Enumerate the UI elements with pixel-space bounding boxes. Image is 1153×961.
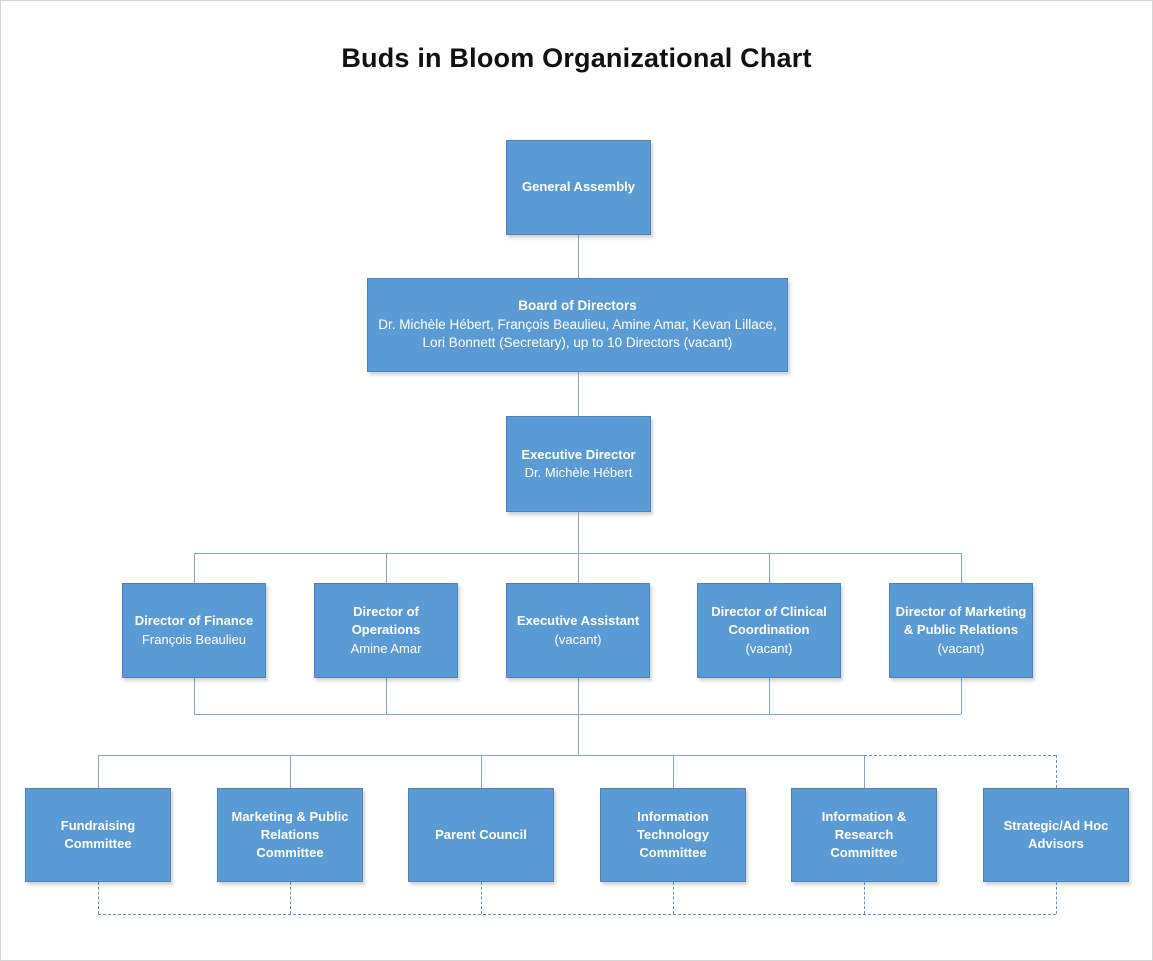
drop-parent-council: [481, 755, 482, 788]
drop-director-marketing: [961, 553, 962, 583]
node-person: Dr. Michèle Hébert: [524, 465, 633, 480]
bus-directors-bottom: [194, 714, 961, 715]
stub-director-finance-bottom: [194, 678, 195, 714]
node-title: Director of Finance: [134, 613, 254, 629]
node-marketing-public-relations-committee: Marketing & Public Relations Committee: [217, 788, 363, 882]
node-strategic-ad-hoc-advisors: Strategic/Ad Hoc Advisors: [983, 788, 1129, 882]
drop-director-operations: [386, 553, 387, 583]
drop-fundraising: [98, 755, 99, 788]
chart-title: Buds in Bloom Organizational Chart: [341, 43, 812, 73]
stub-director-clinical-bottom: [769, 678, 770, 714]
node-person: (vacant): [554, 631, 602, 647]
node-title: Parent Council: [435, 826, 527, 842]
drop-director-finance: [194, 553, 195, 583]
drop-research-committee: [864, 755, 865, 788]
connector-assembly-board: [578, 235, 579, 278]
node-title: Strategic/Ad Hoc Advisors: [1003, 817, 1109, 851]
node-director-of-operations: Director of Operations Amine Amar: [314, 583, 458, 678]
node-title: Fundraising Committee: [60, 817, 136, 851]
drop-advisors-dashed: [1056, 755, 1057, 788]
node-title: Director of Operations: [351, 604, 421, 638]
node-person: Amine Amar: [350, 640, 422, 656]
node-title: Information & Research Committee: [821, 808, 907, 861]
node-person: (vacant): [745, 640, 793, 656]
bus-committees-bottom-dashed: [98, 914, 1056, 915]
node-person: (vacant): [937, 640, 985, 656]
node-person: François Beaulieu: [141, 631, 247, 647]
node-parent-council: Parent Council: [408, 788, 554, 882]
node-title: Executive Director: [521, 446, 636, 462]
connector-board-director: [578, 372, 579, 416]
connector-bus-committees: [578, 714, 579, 755]
board-members: Dr. Michèle Hébert, François Beaulieu, A…: [378, 316, 777, 351]
stub-it-committee-bottom: [673, 882, 674, 914]
node-title: Board of Directors: [518, 297, 637, 313]
node-director-of-finance: Director of Finance François Beaulieu: [122, 583, 266, 678]
node-title: Director of Clinical Coordination: [711, 604, 827, 638]
stub-director-marketing-bottom: [961, 678, 962, 714]
stub-advisors-bottom: [1056, 882, 1057, 914]
bus-directors-top: [194, 553, 961, 554]
node-title: Executive Assistant: [516, 613, 640, 629]
drop-it-committee: [673, 755, 674, 788]
node-title: Director of Marketing & Public Relations: [895, 604, 1027, 638]
node-director-of-clinical-coordination: Director of Clinical Coordination (vacan…: [697, 583, 841, 678]
bus-committees-top-dashed: [864, 755, 1056, 756]
stub-fundraising-bottom: [98, 882, 99, 914]
drop-director-clinical: [769, 553, 770, 583]
node-information-technology-committee: Information Technology Committee: [600, 788, 746, 882]
node-title: Marketing & Public Relations Committee: [231, 808, 349, 861]
node-title: General Assembly: [522, 179, 635, 195]
stub-director-operations-bottom: [386, 678, 387, 714]
stub-research-committee-bottom: [864, 882, 865, 914]
drop-marketing-committee: [290, 755, 291, 788]
stub-marketing-committee-bottom: [290, 882, 291, 914]
node-information-research-committee: Information & Research Committee: [791, 788, 937, 882]
connector-director-bus: [578, 512, 579, 583]
node-title: Information Technology Committee: [637, 808, 709, 861]
node-general-assembly: General Assembly: [506, 140, 651, 235]
node-executive-assistant: Executive Assistant (vacant): [506, 583, 650, 678]
node-director-of-marketing-public-relations: Director of Marketing & Public Relations…: [889, 583, 1033, 678]
stub-parent-council-bottom: [481, 882, 482, 914]
stub-executive-assistant-bottom: [578, 678, 579, 714]
node-executive-director: Executive Director Dr. Michèle Hébert: [506, 416, 651, 512]
node-fundraising-committee: Fundraising Committee: [25, 788, 171, 882]
node-board-of-directors: Board of Directors Dr. Michèle Hébert, F…: [367, 278, 788, 372]
